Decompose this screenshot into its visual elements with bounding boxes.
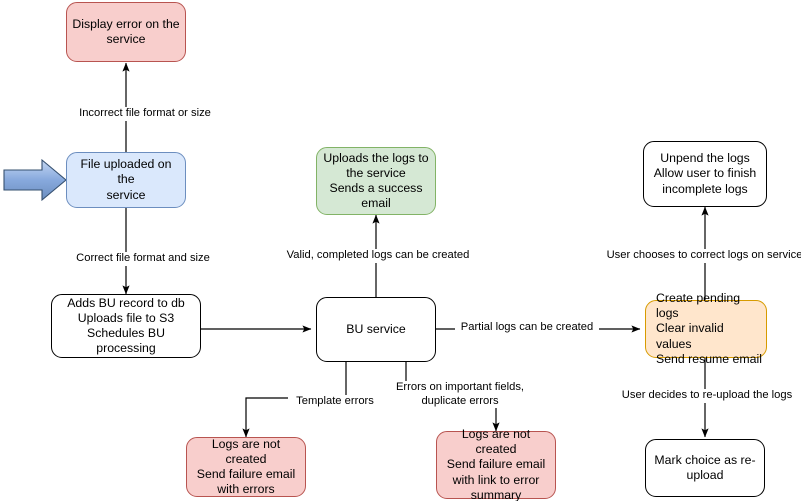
edge-label-user-chooses-correct: User chooses to correct logs on service — [604, 249, 801, 263]
edge-label-correct-format: Correct file format and size — [56, 252, 230, 266]
node-unpend-logs[interactable]: Unpend the logs Allow user to finish inc… — [643, 141, 767, 207]
node-display-error[interactable]: Display error on the service — [66, 2, 186, 62]
edge-label-partial-logs: Partial logs can be created — [455, 321, 599, 335]
edge-label-errors-important-fields: Errors on important fields, duplicate er… — [392, 381, 528, 409]
edge-label-valid-completed: Valid, completed logs can be created — [281, 249, 475, 263]
node-mark-reupload[interactable]: Mark choice as re- upload — [645, 439, 765, 497]
edge-label-user-decides-reupload: User decides to re-upload the logs — [618, 389, 796, 403]
node-create-pending-logs[interactable]: Create pending logs Clear invalid values… — [645, 291, 767, 366]
edge-label-incorrect-format: Incorrect file format or size — [58, 107, 232, 121]
node-uploads-logs[interactable]: Uploads the logs to the service Sends a … — [316, 147, 436, 215]
node-adds-bu-record[interactable]: Adds BU record to db Uploads file to S3 … — [51, 294, 201, 358]
node-file-uploaded[interactable]: File uploaded on the service — [66, 152, 186, 208]
start-input-arrow — [3, 158, 67, 202]
edge-label-template-errors: Template errors — [288, 395, 382, 409]
node-logs-not-created-errors[interactable]: Logs are not created Send failure email … — [186, 437, 306, 497]
node-bu-service[interactable]: BU service — [316, 297, 436, 362]
node-logs-not-created-summary[interactable]: Logs are not created Send failure email … — [436, 427, 556, 501]
